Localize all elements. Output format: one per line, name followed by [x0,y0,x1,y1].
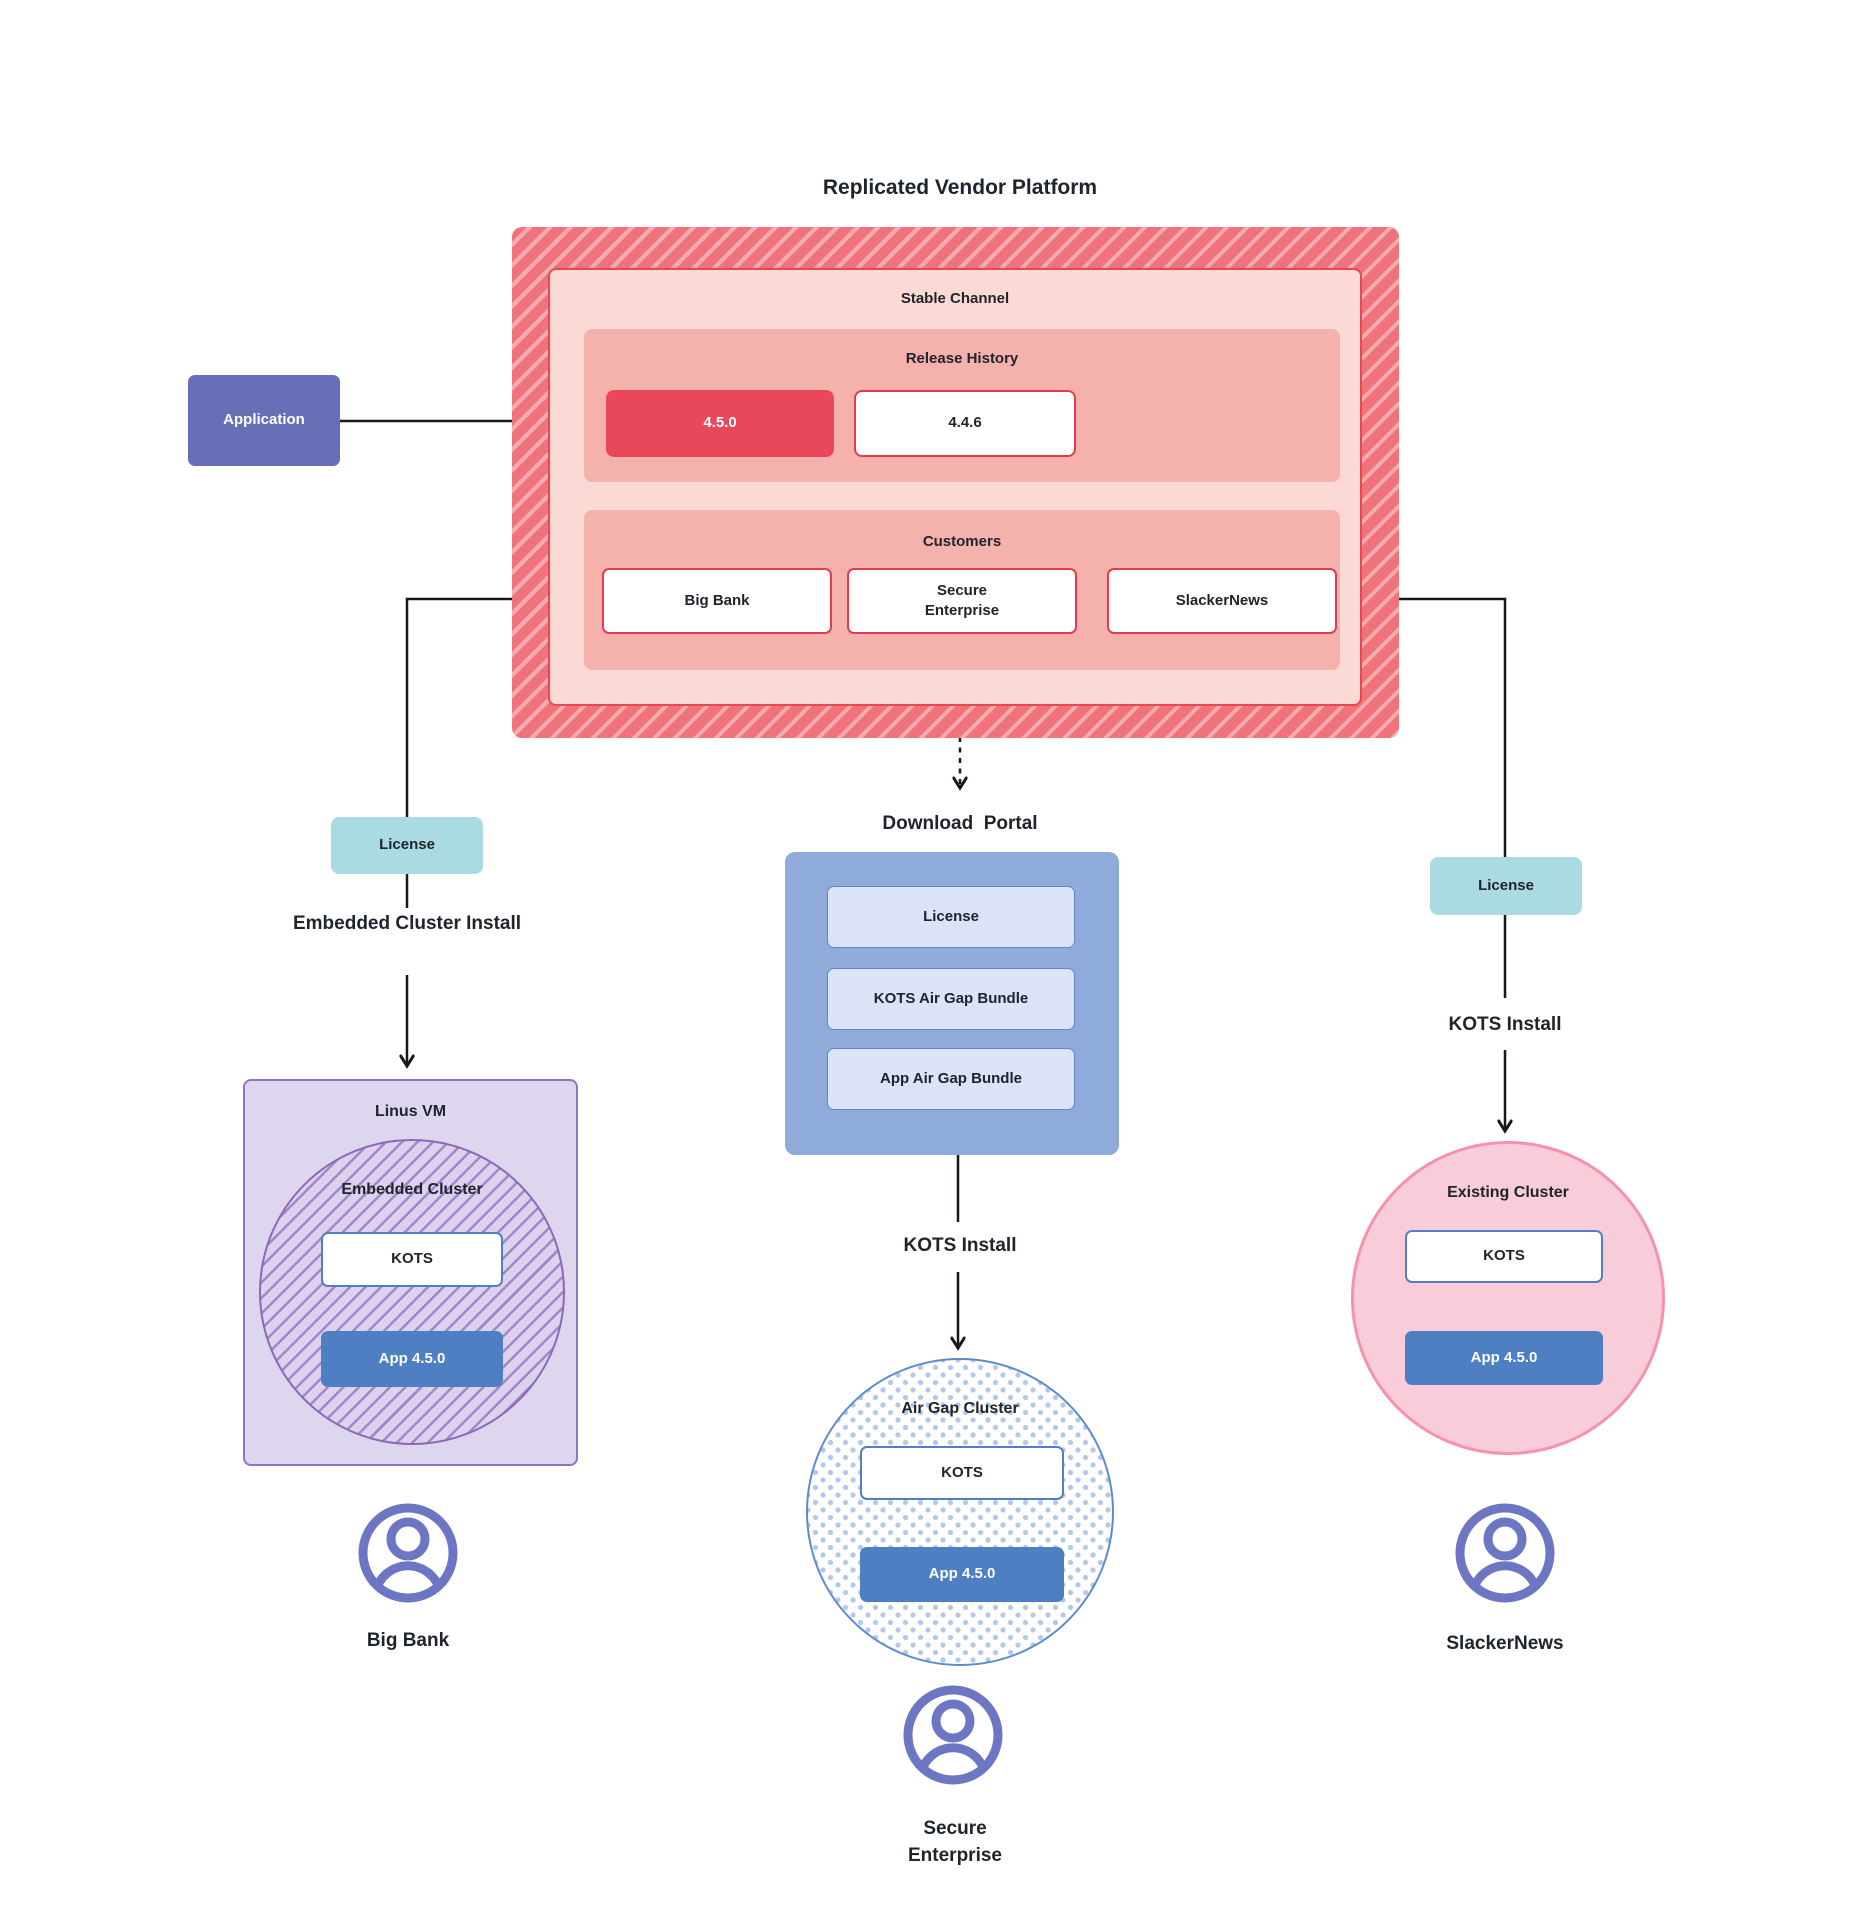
kots-node-left: KOTS [321,1232,503,1287]
linus-vm-label: Linus VM [374,1103,447,1120]
big-bank-user-label: Big Bank [366,1630,450,1651]
embedded-cluster-install-label: Embedded Cluster Install [292,913,522,934]
app-node-mid: App 4.5.0 [860,1547,1064,1602]
user-icon [1455,1503,1555,1603]
license-node-right: License [1430,857,1582,915]
release-history-label: Release History [905,350,1019,367]
kots-install-label-mid: KOTS Install [903,1235,1017,1256]
app-node-left: App 4.5.0 [321,1331,503,1387]
stable-channel-label: Stable Channel [900,290,1010,307]
user-icon [903,1685,1003,1785]
kots-node-right: KOTS [1405,1230,1603,1283]
portal-item-kots-airgap-bundle: KOTS Air Gap Bundle [827,968,1075,1030]
embedded-cluster-circle: Embedded Cluster KOTS App 4.5.0 [259,1139,565,1445]
customer-slackernews: SlackerNews [1107,568,1337,634]
existing-cluster-label: Existing Cluster [1447,1184,1569,1201]
license-node-left: License [331,817,483,874]
portal-item-app-airgap-bundle: App Air Gap Bundle [827,1048,1075,1110]
stable-channel-panel: Stable Channel Release History 4.5.0 4.4… [548,268,1362,706]
download-portal-title: Download Portal [882,813,1038,834]
customers-panel: Customers Big Bank Secure Enterprise Sla… [584,510,1340,670]
release-4-4-6: 4.4.6 [854,390,1076,457]
application-node: Application [188,375,340,466]
release-history-panel: Release History 4.5.0 4.4.6 [584,329,1340,482]
slackernews-user-label: SlackerNews [1446,1633,1564,1654]
kots-node-mid: KOTS [860,1446,1064,1500]
air-gap-cluster-circle: Air Gap Cluster KOTS App 4.5.0 [806,1358,1114,1666]
customer-big-bank: Big Bank [602,568,832,634]
linus-vm-container: Linus VM Embedded Cluster KOTS App 4.5.0 [243,1079,578,1466]
customers-label: Customers [922,533,1002,550]
diagram-title: Replicated Vendor Platform [822,176,1098,199]
kots-install-label-right: KOTS Install [1448,1014,1562,1035]
existing-cluster-circle: Existing Cluster KOTS App 4.5.0 [1351,1141,1665,1455]
user-icon [358,1503,458,1603]
release-4-5-0: 4.5.0 [606,390,834,457]
embedded-cluster-label: Embedded Cluster [341,1181,483,1198]
customer-secure-enterprise: Secure Enterprise [847,568,1077,634]
air-gap-cluster-label: Air Gap Cluster [901,1400,1019,1417]
app-node-right: App 4.5.0 [1405,1331,1603,1385]
portal-item-license: License [827,886,1075,948]
secure-enterprise-user-label: Secure Enterprise [908,1818,1002,1866]
customer-secure-enterprise-label: Secure Enterprise [924,581,1000,619]
download-portal-panel: License KOTS Air Gap Bundle App Air Gap … [785,852,1119,1155]
